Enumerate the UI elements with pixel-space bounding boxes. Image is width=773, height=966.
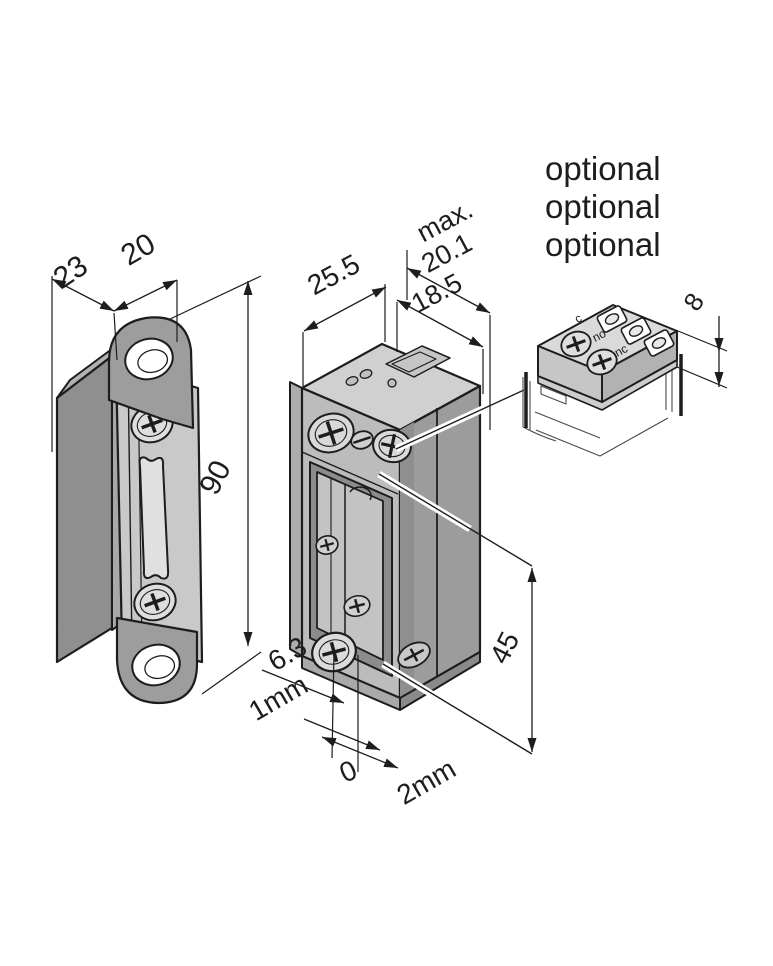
optional-note: optional optional optional — [545, 150, 661, 263]
terminal-label-nc: nc — [612, 341, 630, 359]
strike-latch-jaw — [316, 471, 384, 661]
keeper-slot — [138, 456, 170, 580]
keeper-back-box — [55, 354, 114, 664]
dim-label-8: 8 — [677, 287, 710, 316]
phillips-screw — [343, 594, 371, 618]
keeper-plate-view — [55, 316, 204, 705]
strike-body-view — [289, 342, 533, 755]
dim-label-2mm: 2mm — [392, 753, 461, 811]
phillips-screw — [586, 348, 618, 376]
phillips-screw — [397, 641, 431, 669]
terminal-label-no: no — [590, 326, 609, 345]
callout-leader-lines — [377, 386, 533, 755]
dim-label-20: 20 — [116, 227, 161, 272]
terminal-slot — [643, 329, 675, 357]
terminal-label-c: c — [572, 311, 584, 326]
dim-8: 8 — [676, 287, 728, 389]
dim-label-23: 23 — [48, 249, 94, 295]
phillips-screw — [315, 535, 339, 555]
terminal-block-view: c no nc — [522, 304, 683, 457]
dim-label-25-5: 25.5 — [302, 248, 365, 301]
slotted-screw — [350, 430, 374, 450]
dim-label-18-5: 18.5 — [407, 267, 467, 318]
optional-label-1: optional — [545, 150, 661, 187]
phillips-screw — [560, 330, 592, 358]
terminal-slot — [620, 317, 652, 345]
dim-45: 45 — [484, 568, 537, 752]
phillips-screw — [372, 428, 412, 464]
phillips-screw — [133, 582, 177, 622]
optional-label-3: optional — [545, 226, 661, 263]
dim-label-45: 45 — [484, 627, 526, 669]
dim-label-1mm: 1mm — [244, 669, 313, 727]
optional-label-2: optional — [545, 188, 661, 225]
terminal-slot — [596, 305, 628, 333]
phillips-screw — [307, 412, 355, 454]
